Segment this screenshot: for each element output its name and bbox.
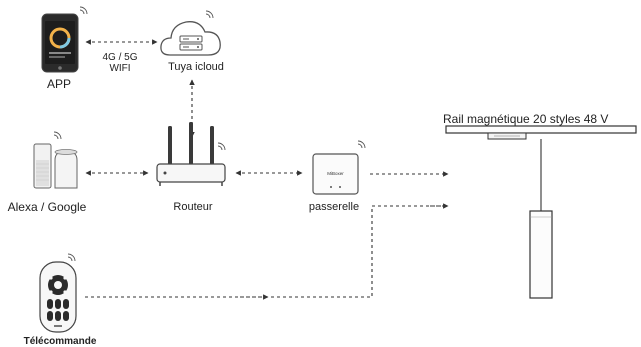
app-label: APP — [46, 77, 71, 91]
alexa-label: Alexa / Google — [7, 200, 87, 214]
link-remote-rail — [85, 205, 448, 298]
smart-speakers-icon — [33, 131, 78, 189]
remote-label: Télécommande — [23, 336, 97, 347]
app-phone — [41, 6, 88, 73]
wifi-signal-icon — [79, 6, 88, 15]
wifi-signal-icon — [67, 253, 76, 262]
wifi-signal-icon — [217, 142, 226, 151]
cloud-label: Tuya icloud — [168, 61, 224, 73]
link-line-1: 4G / 5G — [102, 52, 138, 63]
connections — [85, 39, 449, 300]
router-label: Routeur — [173, 201, 213, 213]
wifi-signal-icon — [53, 131, 62, 140]
gateway-icon: MiBoxer — [312, 140, 366, 195]
app-cloud-link-label: 4G / 5G WIFI — [88, 52, 152, 74]
wifi-signal-icon — [357, 140, 366, 149]
remote-icon — [39, 253, 77, 333]
router-icon — [156, 122, 226, 186]
link-line-2: WIFI — [109, 63, 131, 74]
rail-label: Rail magnétique 20 styles 48 V — [443, 112, 609, 126]
gateway-brand-text: MiBoxer — [327, 171, 344, 176]
gateway-label: passerelle — [308, 201, 360, 213]
wifi-signal-icon — [205, 10, 214, 19]
magnetic-rail-icon — [445, 125, 637, 299]
cloud-icon — [160, 10, 221, 56]
